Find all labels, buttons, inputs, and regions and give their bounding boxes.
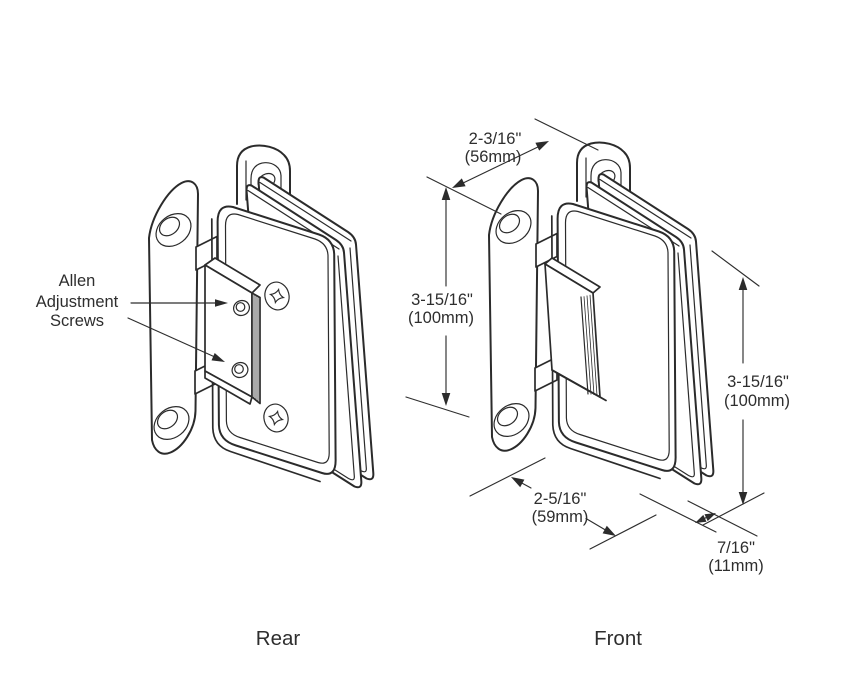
allen-screws-callout: Allen Adjustment Screws (36, 272, 228, 362)
dim-glass-thickness-metric: (11mm) (708, 557, 764, 575)
dim-glass-height-metric: (100mm) (724, 392, 790, 410)
front-view-drawing (486, 141, 715, 486)
dim-bottom-width: 2-5/16" (59mm) (469, 457, 657, 550)
cover-hatching (583, 294, 598, 396)
dim-wall-height-metric: (100mm) (408, 309, 474, 327)
callout-arrow-top (130, 299, 228, 307)
allen-adjustment-plate (204, 257, 261, 405)
dim-bottom-width-metric: (59mm) (532, 508, 589, 526)
dim-glass-thickness-inches: 7/16" (717, 539, 755, 557)
rear-view-label: Rear (256, 627, 301, 650)
dim-top-width-metric: (56mm) (465, 148, 522, 166)
dim-wall-plate-height: 3-15/16" (100mm) (405, 187, 474, 418)
rear-view-drawing (146, 144, 375, 489)
dim-wall-height-inches: 3-15/16" (411, 291, 473, 309)
callout-line-1: Allen (59, 272, 96, 290)
dimension-annotations: 2-3/16" (56mm) 3-15/16" (100mm) 3-15/16"… (405, 118, 790, 575)
dim-glass-plate-height: 3-15/16" (100mm) (702, 250, 790, 526)
callout-arrow-bottom (127, 317, 225, 362)
front-view-label: Front (594, 627, 642, 650)
dim-glass-thickness: 7/16" (11mm) (639, 493, 764, 575)
callout-line-3: Screws (50, 312, 104, 330)
hinge-cover-block (544, 257, 607, 402)
dim-top-width: 2-3/16" (56mm) (426, 118, 599, 215)
callout-line-2: Adjustment (36, 293, 119, 311)
glass-edge-hatching (253, 294, 259, 402)
dim-glass-height-inches: 3-15/16" (727, 373, 789, 391)
dim-bottom-width-inches: 2-5/16" (534, 490, 587, 508)
dim-top-width-inches: 2-3/16" (469, 130, 522, 148)
